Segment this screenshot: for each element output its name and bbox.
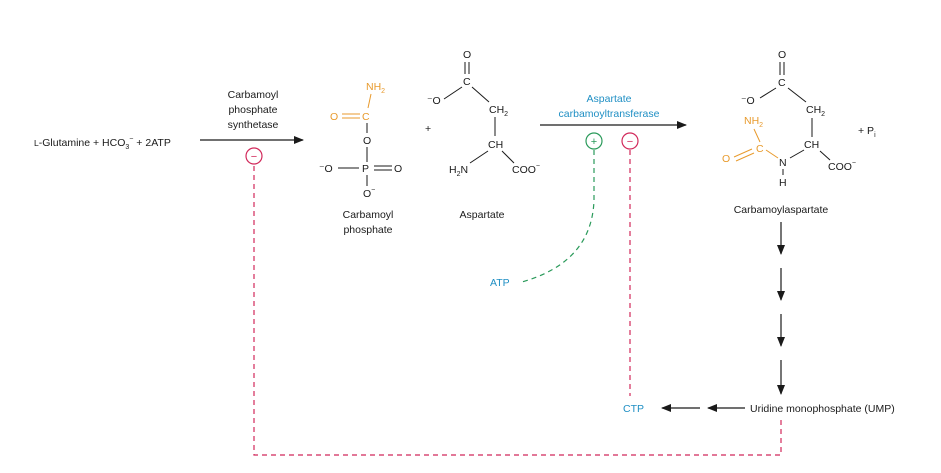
carbamoylaspartate-structure: O C ⁻O CH2 NH2 O C N H CH COO− bbox=[722, 49, 856, 189]
activate-symbol: + bbox=[591, 136, 597, 148]
asp-h2n: H2N bbox=[449, 164, 468, 178]
ca-h: H bbox=[779, 177, 787, 189]
pi-text: + Pi bbox=[858, 125, 876, 139]
reactants-text: L-Glutamine + HCO3− + 2ATP bbox=[34, 136, 171, 151]
ca-o-left: ⁻O bbox=[741, 95, 755, 107]
asp-o-top: O bbox=[463, 49, 471, 61]
asp-label: Aspartate bbox=[460, 209, 505, 221]
cp-label-line2: phosphate bbox=[343, 224, 392, 236]
enzyme1-label-line1: Carbamoyl bbox=[228, 89, 279, 101]
inhibit-symbol-1: − bbox=[251, 151, 257, 163]
ca-ch2: CH2 bbox=[806, 104, 825, 118]
plus-sign: + bbox=[425, 123, 431, 135]
cp-o-double: O bbox=[330, 111, 338, 123]
ca-c: C bbox=[756, 143, 764, 155]
cp-o-link: O bbox=[363, 135, 371, 147]
ca-c-top: C bbox=[778, 77, 786, 89]
enzyme1-label-line3: synthetase bbox=[228, 119, 279, 131]
inhibit-circle-2 bbox=[621, 132, 639, 150]
aspartate-structure: O C ⁻O CH2 CH H2N COO− bbox=[427, 49, 540, 178]
asp-coo: COO− bbox=[512, 163, 540, 176]
asp-ch2: CH2 bbox=[489, 104, 508, 118]
cp-o-left: ⁻O bbox=[319, 163, 333, 175]
ca-label: Carbamoylaspartate bbox=[734, 204, 829, 216]
atp-label: ATP bbox=[490, 277, 510, 289]
cp-nh2: NH2 bbox=[366, 81, 385, 95]
inhibit-symbol-2: − bbox=[627, 136, 633, 148]
cp-label-line1: Carbamoyl bbox=[343, 209, 394, 221]
enzyme2-label-line2: carbamoyltransferase bbox=[559, 108, 660, 120]
enzyme2-label-line1: Aspartate bbox=[587, 93, 632, 105]
ca-o: O bbox=[722, 153, 730, 165]
enzyme1-label-line2: phosphate bbox=[228, 104, 277, 116]
atp-activation-line bbox=[521, 150, 595, 283]
asp-ch: CH bbox=[488, 139, 503, 151]
cp-c: C bbox=[362, 111, 370, 123]
ca-coo: COO− bbox=[828, 160, 856, 173]
ca-ch: CH bbox=[804, 139, 819, 151]
inhibit-circle-1 bbox=[245, 147, 263, 165]
ca-n: N bbox=[779, 157, 787, 169]
ump-label: Uridine monophosphate (UMP) bbox=[750, 403, 895, 415]
cp-p: P bbox=[362, 163, 369, 175]
asp-c-top: C bbox=[463, 76, 471, 88]
ump-inhibition-line bbox=[253, 165, 782, 456]
activate-circle bbox=[585, 132, 603, 150]
carbamoyl-phosphate-structure: NH2 O C O ⁻O P O O− bbox=[319, 81, 402, 200]
ca-nh2: NH2 bbox=[744, 115, 763, 129]
cp-o-bottom: O− bbox=[363, 187, 375, 200]
cp-o-right: O bbox=[394, 163, 402, 175]
ca-o-top: O bbox=[778, 49, 786, 61]
asp-o-left: ⁻O bbox=[427, 95, 441, 107]
ctp-label: CTP bbox=[623, 403, 644, 415]
